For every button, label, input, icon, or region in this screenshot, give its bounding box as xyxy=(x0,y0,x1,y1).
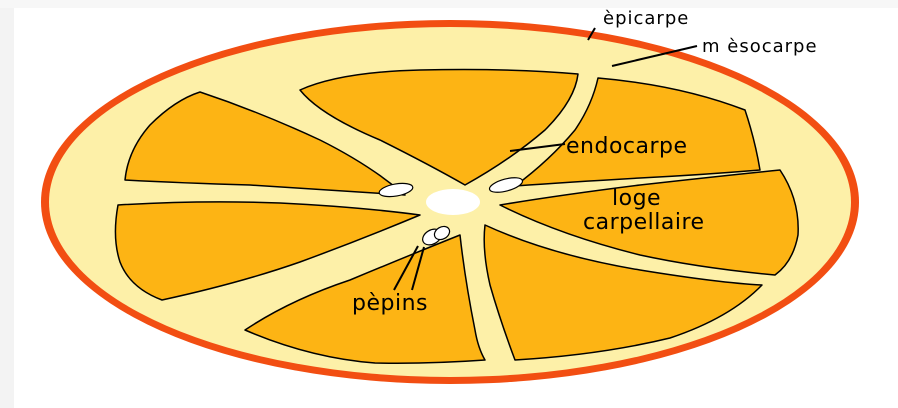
central-axis xyxy=(426,189,480,215)
label-pepins: pèpins xyxy=(352,291,428,316)
label-endocarpe: endocarpe xyxy=(566,134,688,159)
label-mesocarpe: m èsocarpe xyxy=(702,36,818,57)
label-loge-line2: carpellaire xyxy=(583,210,705,235)
label-epicarpe: èpicarpe xyxy=(603,8,689,29)
label-loge-line1: loge xyxy=(612,186,661,211)
top-frame-shadow xyxy=(0,0,898,8)
left-frame-shadow xyxy=(0,0,14,408)
